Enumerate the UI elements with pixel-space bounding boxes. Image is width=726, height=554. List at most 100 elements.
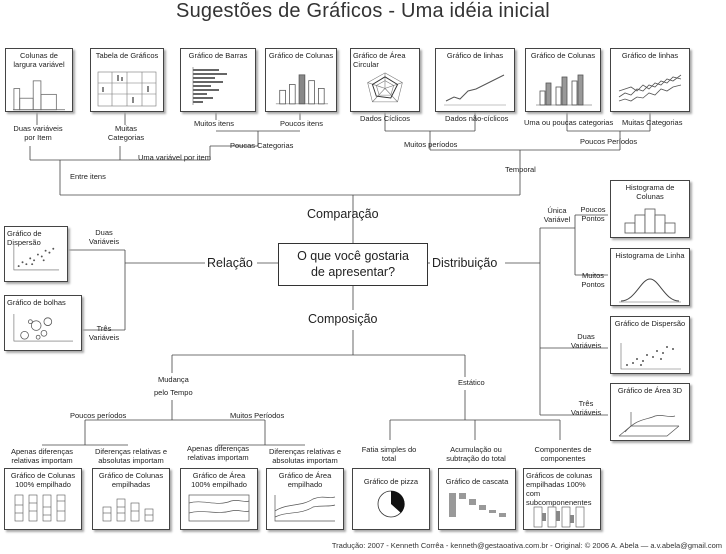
box-label: Gráfico de pizza — [363, 477, 419, 486]
box-label: Gráfico de Colunas — [530, 51, 596, 60]
box-label: Gráfico de cascata — [445, 477, 509, 486]
box-histograma-colunas: Histograma de Colunas — [610, 180, 690, 238]
label-acumulacao: Acumulação ou subtração do total — [446, 445, 506, 463]
100-stacked-column-thumb — [14, 494, 66, 522]
label-poucos-itens: Poucos itens — [280, 119, 323, 128]
box-tabela-graficos: Tabela de Gráficos — [90, 48, 164, 112]
label-muitos-pontos: Muitos Pontos — [581, 271, 605, 289]
box-grafico-colunas-2: Gráfico de Colunas — [525, 48, 601, 112]
box-label: Gráfico de Colunas 100% empilhado — [10, 471, 76, 489]
multi-line-chart-thumb — [617, 71, 683, 107]
question-line-1: O que você gostaria — [297, 249, 409, 263]
box-label: Gráfico de linhas — [621, 51, 679, 60]
variable-width-column-thumb — [12, 80, 66, 111]
scatter-chart-thumb — [617, 341, 683, 371]
box-grafico-cascata: Gráfico de cascata — [438, 468, 516, 530]
box-bolhas: Gráfico de bolhas — [4, 295, 82, 351]
scatter-chart-thumb — [11, 243, 61, 272]
label-muitos-periodos: Muitos períodos — [404, 140, 458, 149]
stacked-area-thumb — [273, 493, 337, 523]
label-duas-variaveis-dist: Duas Variáveis — [570, 332, 602, 350]
box-label: Gráficos de colunas empilhadas 100% com … — [526, 471, 593, 507]
box-grafico-linhas-1: Gráfico de linhas — [435, 48, 515, 112]
label-duas-variaveis-item: Duas variáveis por Item — [13, 124, 63, 142]
question-line-2: de apresentar? — [310, 265, 396, 279]
table-of-charts-thumb — [97, 71, 157, 107]
box-label: Histograma de Colunas — [625, 183, 675, 201]
branch-distribuicao: Distribuição — [432, 256, 498, 270]
box-dispersao-relacao: Gráfico de Dispersão — [4, 226, 68, 282]
box-label: Gráfico de bolhas — [7, 298, 66, 307]
box-area-3d: Gráfico de Área 3D — [610, 383, 690, 441]
box-grafico-barras: Gráfico de Barras — [180, 48, 256, 112]
central-question: O que você gostaria de apresentar? — [278, 243, 428, 286]
column-histogram-thumb — [624, 208, 676, 234]
label-pelo-tempo: pelo Tempo — [154, 388, 193, 397]
box-histograma-linha: Histograma de Linha — [610, 248, 690, 306]
box-colunas-subcomponentes: Gráficos de colunas empilhadas 100% com … — [523, 468, 601, 530]
box-label: Gráfico de Colunas empilhadas — [98, 471, 164, 489]
box-label: Colunas de largura variável — [13, 51, 65, 69]
label-temporal: Temporal — [505, 165, 536, 174]
label-duas-variaveis-rel: Duas Variáveis — [88, 228, 120, 246]
box-label: Gráfico de Área 100% empilhado — [191, 471, 247, 489]
label-unica-variavel: Única Variável — [543, 206, 571, 224]
box-grafico-pizza: Gráfico de pizza — [352, 468, 430, 530]
bubble-chart-thumb — [11, 312, 75, 343]
label-estatico: Estático — [458, 378, 485, 387]
pie-chart-thumb — [377, 490, 405, 518]
3d-area-chart-thumb — [617, 408, 683, 438]
label-dados-nao-ciclicos: Dados não-cíclicos — [445, 114, 509, 123]
label-poucos-periodos: Poucos Períodos — [580, 137, 638, 146]
waterfall-chart-thumb — [449, 493, 506, 517]
label-poucos-pontos: Poucos Pontos — [580, 205, 606, 223]
line-histogram-thumb — [617, 275, 683, 305]
stacked-column-thumb — [102, 498, 154, 522]
label-dados-ciclicos: Dados Cíclicos — [360, 114, 411, 123]
label-apenas-diferencas-2: Apenas diferenças relativas importam — [186, 444, 250, 462]
label-diferencas-rel-abs-2: Diferenças relativas e absolutas importa… — [268, 447, 342, 465]
label-entre-itens: Entre itens — [70, 172, 106, 181]
box-colunas-largura-variavel: Colunas de largura variável — [5, 48, 73, 112]
box-grafico-colunas-1: Gráfico de Colunas — [265, 48, 337, 112]
box-area-100-empilhado: Gráfico de Área 100% empilhado — [180, 468, 258, 530]
page-title: Sugestões de Gráficos - Uma idéia inicia… — [176, 0, 550, 22]
label-muitas-categorias: Muitas Categorias — [107, 124, 145, 142]
box-label: Gráfico de Colunas — [268, 51, 334, 60]
label-poucas-categorias: Poucas Categorias — [230, 141, 294, 150]
stacked-subcomponent-column-thumb — [533, 506, 585, 528]
box-label: Gráfico de Barras — [188, 51, 248, 60]
label-fatia-simples: Fatia simples do total — [361, 445, 417, 463]
box-grafico-area-circular: Gráfico de Área Circular — [350, 48, 420, 112]
branch-composicao: Composição — [308, 312, 378, 326]
box-label: Gráfico de Dispersão — [7, 229, 42, 247]
column-chart-thumb — [532, 74, 594, 106]
label-diferencas-rel-abs-1: Diferenças relativas e absolutas importa… — [94, 447, 168, 465]
box-label: Gráfico de Área Circular — [353, 51, 406, 69]
footer-credits: Tradução: 2007 - Kenneth Corrêa - kennet… — [331, 541, 722, 550]
label-apenas-diferencas-1: Apenas diferenças relativas importam — [10, 447, 74, 465]
box-label: Gráfico de Área 3D — [617, 386, 683, 395]
label-muitos-periodos-comp: Muitos Períodos — [230, 411, 285, 420]
radar-chart-thumb — [367, 72, 403, 103]
box-label: Gráfico de Área empilhado — [278, 471, 332, 489]
branch-relacao: Relação — [207, 256, 253, 270]
label-muitas-categorias-2: Muitas Categorias — [622, 118, 683, 127]
box-label: Gráfico de linhas — [446, 51, 504, 60]
label-tres-variaveis-dist: Três Variáveis — [570, 399, 602, 417]
label-mudanca: Mudança — [158, 375, 189, 384]
box-colunas-100-empilhado: Gráfico de Colunas 100% empilhado — [4, 468, 82, 530]
bar-chart-thumb — [187, 67, 227, 107]
label-poucos-periodos-comp: Poucos períodos — [70, 411, 127, 420]
box-label: Tabela de Gráficos — [95, 51, 159, 60]
box-area-empilhado: Gráfico de Área empilhado — [266, 468, 344, 530]
box-dispersao-distribuicao: Gráfico de Dispersão — [610, 316, 690, 374]
box-label: Gráfico de Dispersão — [614, 319, 686, 328]
box-colunas-empilhadas: Gráfico de Colunas empilhadas — [92, 468, 170, 530]
100-stacked-area-thumb — [188, 494, 250, 522]
label-uma-variavel-por-item: Uma variável por item — [138, 153, 211, 162]
label-muitos-itens: Muitos itens — [194, 119, 235, 128]
column-chart-thumb — [272, 74, 330, 105]
